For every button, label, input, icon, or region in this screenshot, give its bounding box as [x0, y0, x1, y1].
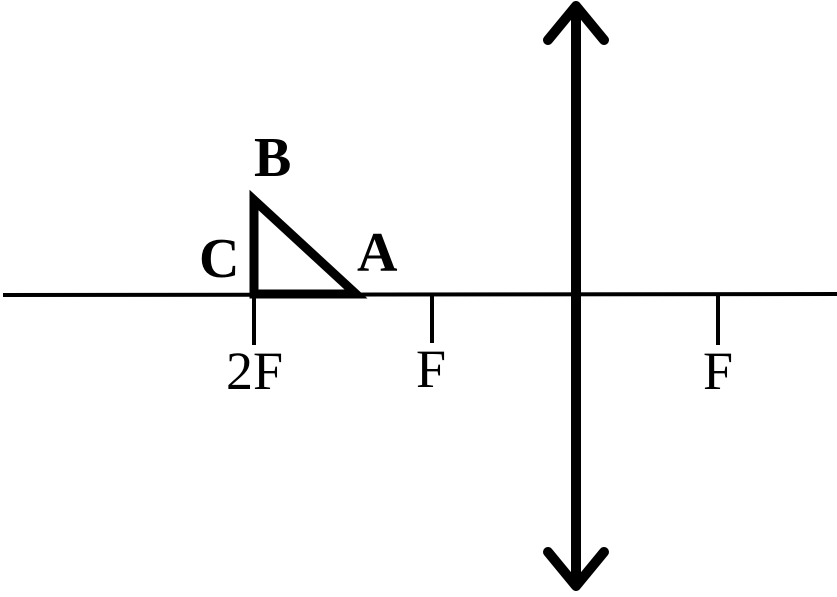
vertex-label-c: C: [199, 228, 239, 290]
convex-lens: [543, 1, 609, 591]
object-triangle: [249, 189, 368, 299]
lens-bottom-arrowhead: [543, 547, 609, 591]
principal-axis: [2, 292, 837, 297]
vertex-label-b: B: [254, 127, 291, 189]
tick-label-2f-left: 2F: [226, 341, 283, 401]
tick-label-f-right: F: [703, 341, 733, 401]
lens-top-arrowhead: [543, 1, 609, 45]
vertex-label-a: A: [357, 222, 398, 284]
tick-label-f-left: F: [416, 339, 446, 399]
